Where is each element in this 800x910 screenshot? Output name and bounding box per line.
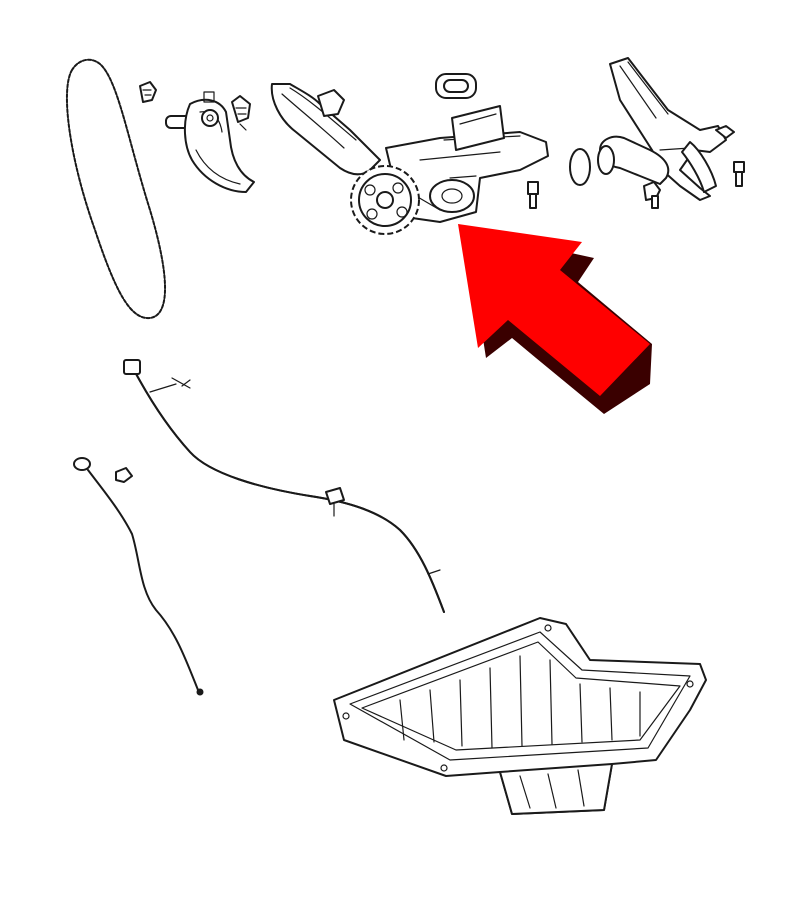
dipstick-tube [123,359,445,613]
pointer-arrow-face [458,224,650,396]
pump-sprocket [350,165,420,235]
chain-clip [139,81,157,103]
timing-chain [65,58,166,320]
pointer-arrow [458,224,652,414]
oil-pan [333,617,707,815]
dipstick [73,457,204,696]
pump-bolt [527,181,539,209]
pickup-gasket [435,73,477,99]
chain-tensioner [165,91,255,193]
oil-pump-assembly [270,73,549,235]
pickup-tube [569,57,745,209]
